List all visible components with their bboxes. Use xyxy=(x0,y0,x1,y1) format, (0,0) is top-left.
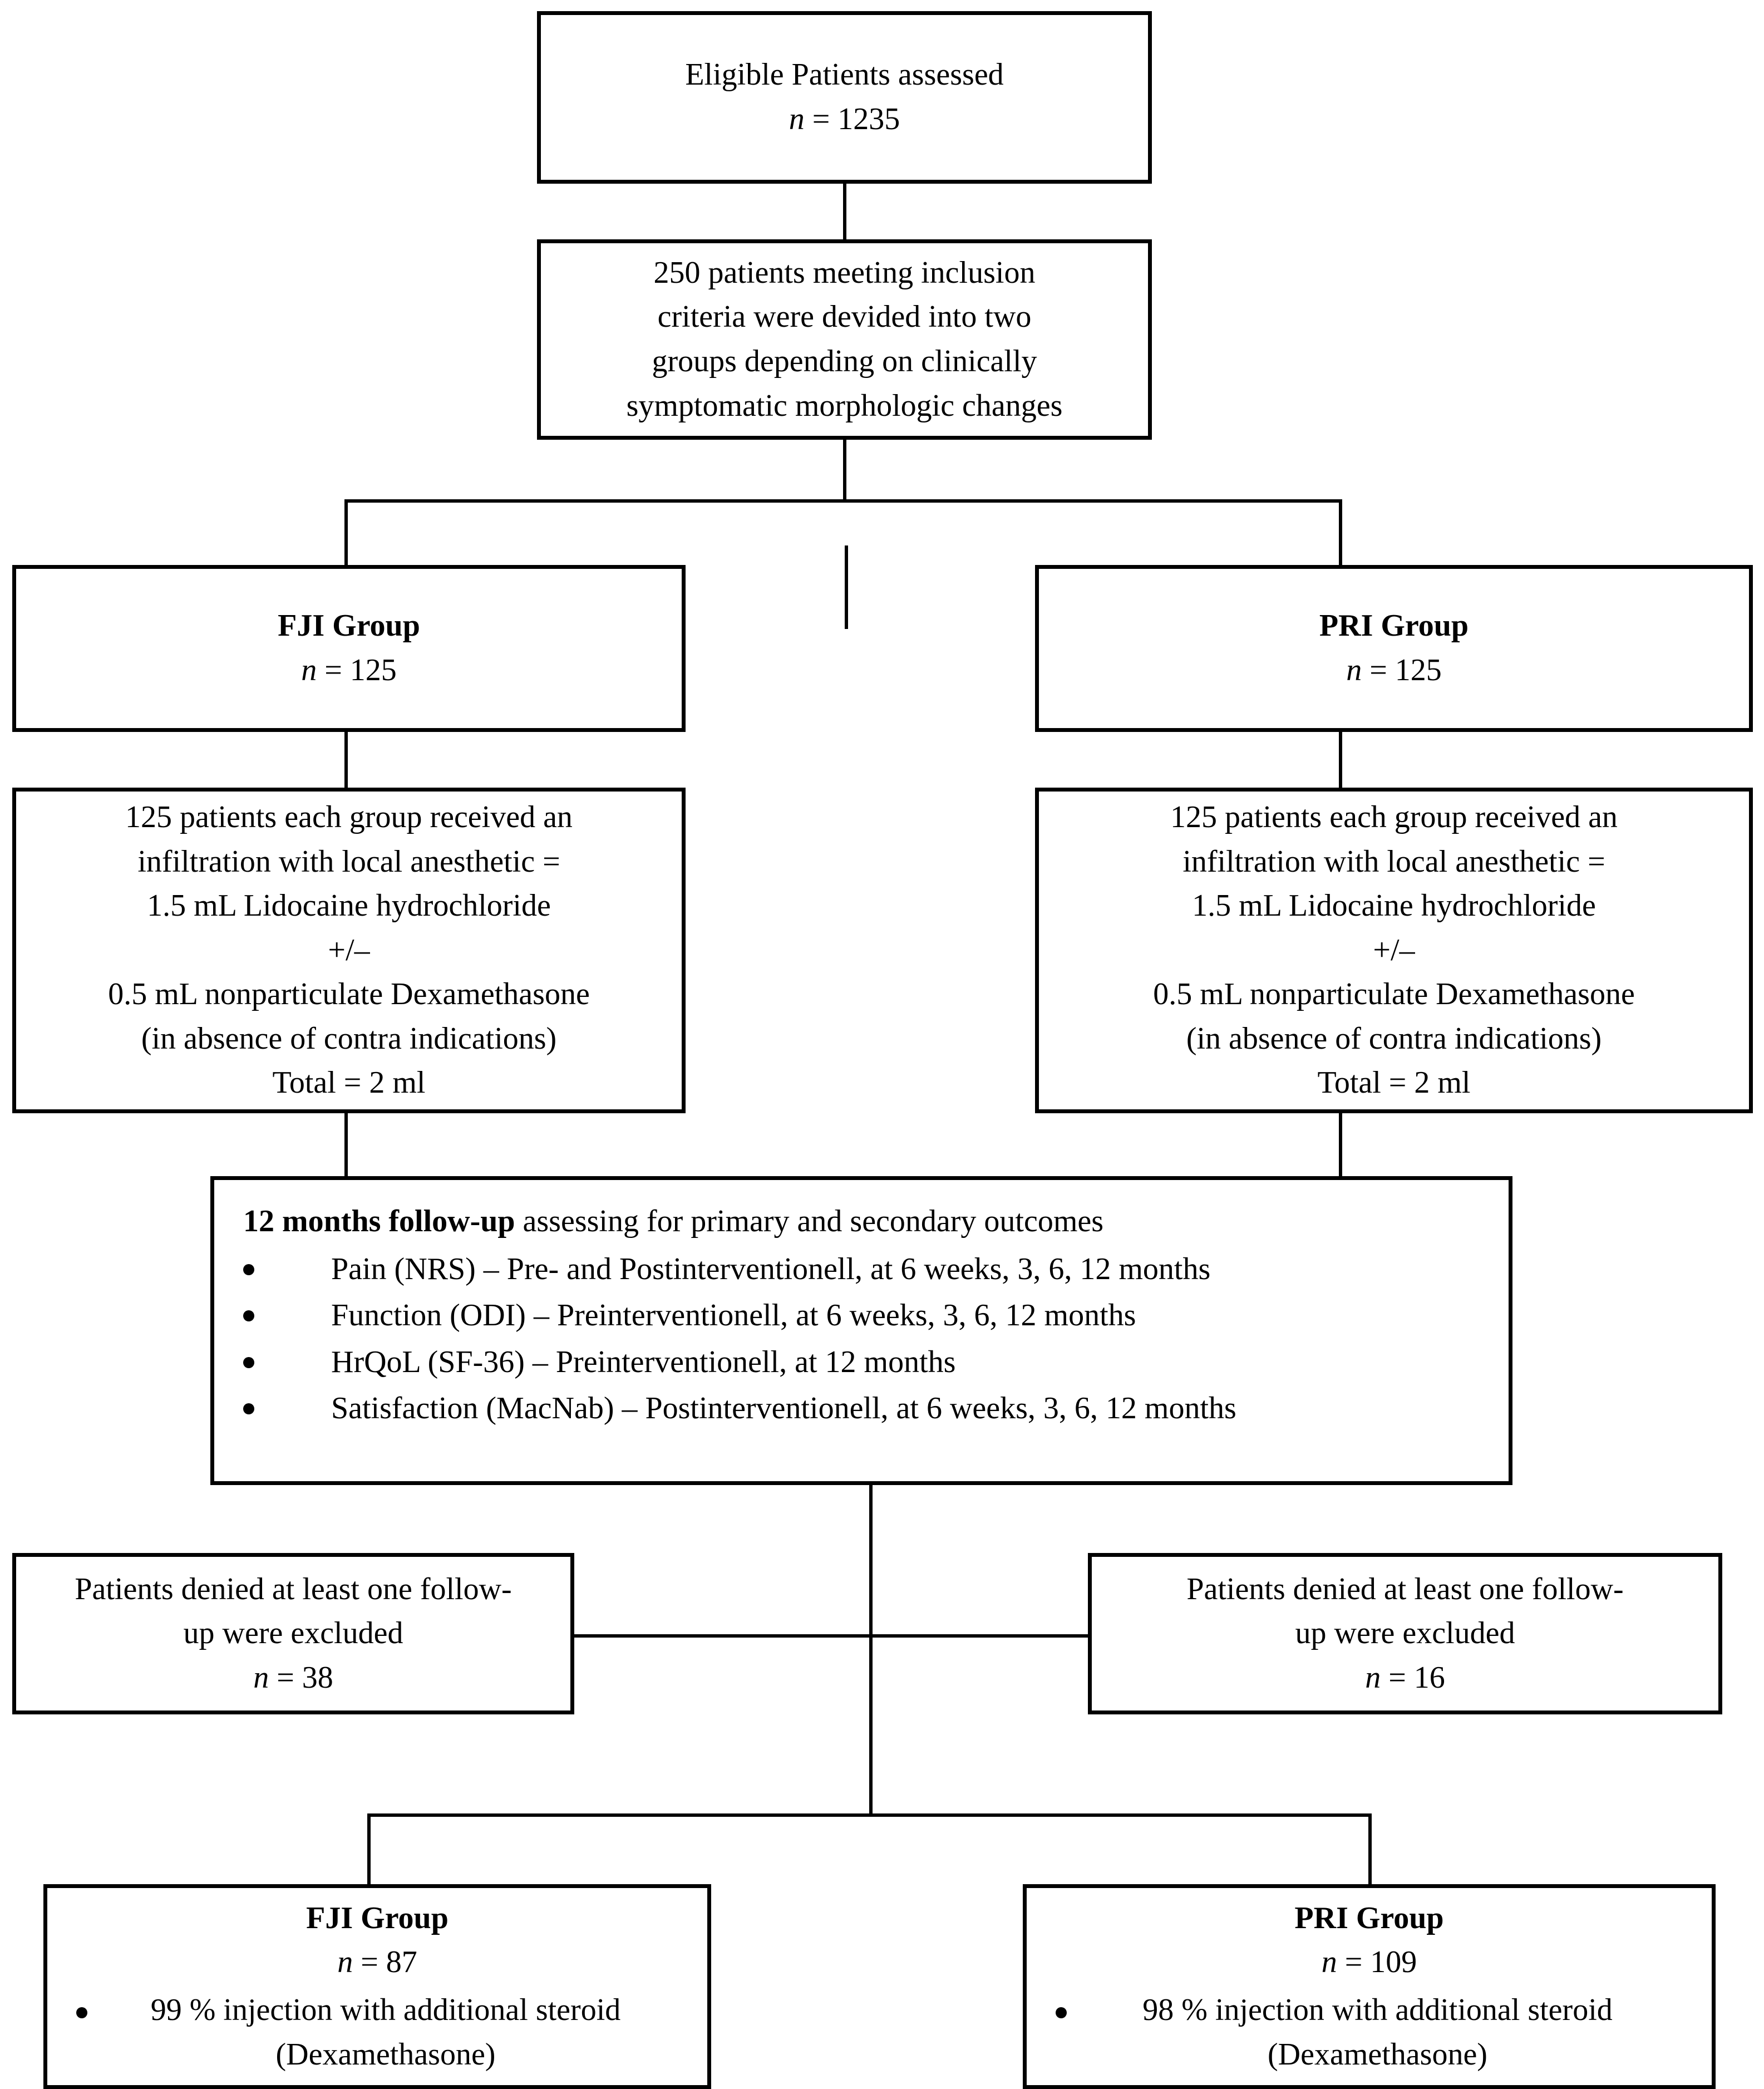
treatment-fji-line-5: 0.5 mL nonparticulate Dexamethasone xyxy=(108,977,590,1012)
node-treatment-pri: 125 patients each group received an infi… xyxy=(1035,788,1753,1113)
list-item: Pain (NRS) – Pre- and Postinterventionel… xyxy=(214,1247,1509,1292)
node-group-fji: FJI Group n = 125 xyxy=(12,565,686,732)
eligible-title: Eligible Patients assessed xyxy=(685,57,1004,92)
treatment-fji-line-4: +/– xyxy=(328,932,370,967)
eligible-n-value: = 1235 xyxy=(804,102,900,136)
eligible-n: n = 1235 xyxy=(789,97,900,142)
excluded-right-n-label: n xyxy=(1365,1660,1381,1695)
final-pri-bullet: 98 % injection with additional steroid (… xyxy=(1142,1993,1613,2072)
final-pri-bullet-row: 98 % injection with additional steroid (… xyxy=(1027,1988,1712,2077)
group-fji-n-value: = 125 xyxy=(317,653,397,687)
final-pri-n-label: n xyxy=(1321,1945,1337,1980)
final-fji-bullet: 99 % injection with additional steroid (… xyxy=(150,1993,621,2072)
connector-split-to-final-pri xyxy=(1368,1813,1372,1886)
bullet-dot-icon xyxy=(243,1403,254,1415)
final-pri-title: PRI Group xyxy=(1294,1900,1444,1935)
node-group-pri: PRI Group n = 125 xyxy=(1035,565,1753,732)
inclusion-line-4: symptomatic morphologic changes xyxy=(626,388,1063,423)
followup-bullet-3: HrQoL (SF-36) – Preinterventionell, at 1… xyxy=(331,1344,956,1379)
excluded-left-n-label: n xyxy=(253,1660,269,1695)
final-fji-title: FJI Group xyxy=(306,1900,449,1935)
treatment-pri-line-4: +/– xyxy=(1373,932,1415,967)
followup-bullet-1: Pain (NRS) – Pre- and Postinterventionel… xyxy=(331,1251,1211,1286)
treatment-fji-line-2: infiltration with local anesthetic = xyxy=(137,844,560,879)
connector-2-to-split xyxy=(843,440,846,501)
excluded-left-n: n = 38 xyxy=(253,1656,333,1700)
inclusion-line-1: 250 patients meeting inclusion xyxy=(653,255,1036,290)
treatment-fji-line-7: Total = 2 ml xyxy=(272,1065,426,1100)
excluded-right-line-1: Patients denied at least one follow- xyxy=(1186,1571,1624,1606)
connector-exclusions-horizontal xyxy=(573,1634,1091,1638)
list-item: Satisfaction (MacNab) – Postintervention… xyxy=(214,1387,1509,1431)
node-inclusion-criteria: 250 patients meeting inclusion criteria … xyxy=(537,239,1152,440)
group-pri-n-value: = 125 xyxy=(1362,653,1442,687)
connector-split-to-fji xyxy=(344,499,348,566)
followup-header: 12 months follow-up assessing for primar… xyxy=(214,1200,1509,1244)
connector-1-2 xyxy=(843,184,846,239)
followup-header-bold: 12 months follow-up xyxy=(243,1204,515,1238)
list-item: Function (ODI) – Preinterventionell, at … xyxy=(214,1294,1509,1338)
treatment-fji-line-1: 125 patients each group received an xyxy=(125,800,573,835)
group-fji-n-label: n xyxy=(301,653,317,687)
final-fji-n: n = 87 xyxy=(337,1940,417,1985)
connector-treatment-pri-to-followup xyxy=(1339,1113,1342,1177)
node-final-fji: FJI Group n = 87 99 % injection with add… xyxy=(43,1884,711,2089)
final-fji-bullet-row: 99 % injection with additional steroid (… xyxy=(47,1988,707,2077)
excluded-right-n-value: = 16 xyxy=(1381,1660,1445,1695)
treatment-pri-line-3: 1.5 mL Lidocaine hydrochloride xyxy=(1192,888,1596,923)
followup-bullet-4: Satisfaction (MacNab) – Postintervention… xyxy=(331,1391,1236,1426)
connector-treatment-fji-to-followup xyxy=(344,1113,348,1177)
group-pri-n: n = 125 xyxy=(1346,648,1442,693)
split-bar-final-groups xyxy=(367,1813,1372,1817)
node-final-pri: PRI Group n = 109 98 % injection with ad… xyxy=(1023,1884,1716,2089)
final-pri-n-value: = 109 xyxy=(1337,1945,1417,1980)
connector-split-to-final-fji xyxy=(367,1813,371,1886)
bullet-dot-icon xyxy=(76,2007,87,2018)
bullet-dot-icon xyxy=(1056,2007,1067,2018)
bullet-dot-icon xyxy=(243,1264,254,1275)
treatment-pri-line-2: infiltration with local anesthetic = xyxy=(1182,844,1605,879)
excluded-right-line-2: up were excluded xyxy=(1295,1616,1515,1651)
treatment-fji-line-3: 1.5 mL Lidocaine hydrochloride xyxy=(147,888,551,923)
excluded-left-line-2: up were excluded xyxy=(183,1616,403,1651)
followup-bullet-list: Pain (NRS) – Pre- and Postinterventionel… xyxy=(214,1245,1509,1431)
treatment-pri-line-1: 125 patients each group received an xyxy=(1170,800,1618,835)
node-eligible-patients: Eligible Patients assessed n = 1235 xyxy=(537,11,1152,184)
group-pri-title: PRI Group xyxy=(1319,608,1469,643)
group-fji-n: n = 125 xyxy=(301,648,397,693)
split-bar-groups xyxy=(344,499,1342,503)
eligible-n-label: n xyxy=(789,102,805,136)
treatment-pri-line-5: 0.5 mL nonparticulate Dexamethasone xyxy=(1153,977,1635,1012)
inclusion-line-2: criteria were devided into two xyxy=(657,299,1032,335)
excluded-left-line-1: Patients denied at least one follow- xyxy=(75,1571,512,1606)
node-treatment-fji: 125 patients each group received an infi… xyxy=(12,788,686,1113)
group-pri-n-label: n xyxy=(1346,653,1362,687)
node-excluded-pri: Patients denied at least one follow- up … xyxy=(1088,1553,1722,1714)
node-followup-outcomes: 12 months follow-up assessing for primar… xyxy=(210,1176,1512,1485)
final-pri-n: n = 109 xyxy=(1322,1940,1417,1985)
treatment-pri-line-7: Total = 2 ml xyxy=(1317,1065,1471,1100)
bullet-dot-icon xyxy=(243,1356,254,1368)
excluded-left-n-value: = 38 xyxy=(269,1660,333,1695)
connector-followup-spine xyxy=(869,1485,873,1813)
node-excluded-fji: Patients denied at least one follow- up … xyxy=(12,1553,574,1714)
list-item: HrQoL (SF-36) – Preinterventionell, at 1… xyxy=(214,1340,1509,1385)
connector-split-to-pri xyxy=(1339,499,1342,566)
bullet-dot-icon xyxy=(243,1310,254,1322)
final-fji-n-value: = 87 xyxy=(353,1945,417,1980)
followup-bullet-2: Function (ODI) – Preinterventionell, at … xyxy=(331,1298,1136,1333)
inclusion-line-3: groups depending on clinically xyxy=(652,344,1037,379)
followup-header-rest: assessing for primary and secondary outc… xyxy=(515,1204,1104,1238)
treatment-pri-line-6: (in absence of contra indications) xyxy=(1186,1021,1602,1056)
excluded-right-n: n = 16 xyxy=(1365,1656,1445,1700)
final-fji-n-label: n xyxy=(337,1945,353,1980)
treatment-fji-line-6: (in absence of contra indications) xyxy=(141,1021,557,1056)
group-fji-title: FJI Group xyxy=(278,608,420,643)
connector-eligible-to-inclusion xyxy=(845,545,848,629)
connector-fji-to-treatment xyxy=(344,732,348,788)
connector-pri-to-treatment xyxy=(1339,732,1342,788)
